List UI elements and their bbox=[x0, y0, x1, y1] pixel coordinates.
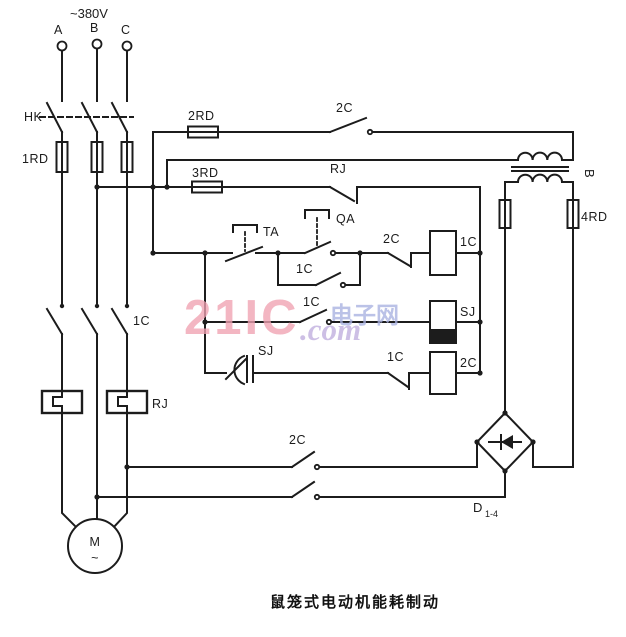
hk-label: HK bbox=[24, 110, 43, 124]
c1-main-blades bbox=[45, 307, 129, 336]
phase-c-label: C bbox=[121, 23, 131, 37]
labels: ~380V A B C HK 1RD 2RD 2C 3RD RJ TA QA 1… bbox=[22, 6, 608, 519]
bridge-label-subscript: 1-4 bbox=[485, 509, 498, 519]
sj-coil-fill bbox=[431, 329, 455, 342]
c2-nc-label: 2C bbox=[383, 232, 400, 246]
figure-caption: 鼠笼式电动机能耗制动 bbox=[269, 594, 440, 611]
phase-b-label: B bbox=[90, 21, 99, 35]
terminal-a bbox=[56, 40, 68, 52]
transformer-label: B bbox=[582, 169, 597, 178]
c1-aux-label: 1C bbox=[303, 295, 320, 309]
supply-voltage-label: ~380V bbox=[70, 6, 108, 21]
supply-terminals bbox=[56, 38, 133, 52]
ta-label: TA bbox=[263, 225, 279, 239]
sj-contact-label: SJ bbox=[258, 344, 274, 358]
rd4-label: 4RD bbox=[581, 210, 608, 224]
control-feed-wires bbox=[96, 116, 574, 374]
motor: M ~ bbox=[67, 518, 123, 574]
rd1-label: 1RD bbox=[22, 152, 49, 166]
rd3-label: 3RD bbox=[192, 166, 219, 180]
rj-heater-c bbox=[105, 389, 149, 415]
c2-brake-label: 2C bbox=[289, 433, 306, 447]
rj-thermal-label: RJ bbox=[152, 397, 168, 411]
bridge-rectifier bbox=[475, 411, 535, 473]
ta-button-cap bbox=[232, 224, 258, 233]
sj-coil-label: SJ bbox=[460, 305, 476, 319]
diode-icon bbox=[501, 435, 513, 449]
coils bbox=[429, 230, 457, 395]
terminal-c bbox=[121, 40, 133, 52]
bridge-label: D bbox=[473, 500, 482, 515]
c1-coil-label: 1C bbox=[460, 235, 477, 249]
contactor-2c-coil bbox=[429, 351, 457, 395]
transformer bbox=[504, 151, 574, 468]
motor-ac-symbol: ~ bbox=[91, 551, 99, 565]
c2-coil-label: 2C bbox=[460, 356, 477, 370]
thermal-relay-heaters bbox=[40, 389, 149, 415]
c2-top-label: 2C bbox=[336, 101, 353, 115]
contactor-1c-coil bbox=[429, 230, 457, 276]
rj-heater-a bbox=[40, 389, 84, 415]
braking-dc-wires bbox=[96, 441, 506, 499]
qa-button-cap bbox=[304, 209, 330, 219]
motor-letter: M bbox=[90, 535, 101, 549]
transformer-secondary-winding bbox=[516, 173, 564, 184]
transformer-primary-winding bbox=[516, 151, 564, 162]
phase-a-label: A bbox=[54, 23, 63, 37]
terminal-b bbox=[91, 38, 103, 50]
sj-time-arc bbox=[233, 354, 246, 386]
rd2-label: 2RD bbox=[188, 109, 215, 123]
motor-circle bbox=[67, 518, 123, 574]
c1-main-label: 1C bbox=[133, 314, 150, 328]
phase-wires bbox=[39, 48, 134, 530]
c1-selfhold-label: 1C bbox=[296, 262, 313, 276]
qa-label: QA bbox=[336, 212, 355, 226]
contact-fixed-points bbox=[313, 128, 374, 501]
c1-nc-label: 1C bbox=[387, 350, 404, 364]
fuses bbox=[55, 125, 580, 229]
junction-dots bbox=[59, 184, 536, 500]
rj-nc-label: RJ bbox=[330, 162, 346, 176]
transformer-core bbox=[511, 166, 569, 172]
